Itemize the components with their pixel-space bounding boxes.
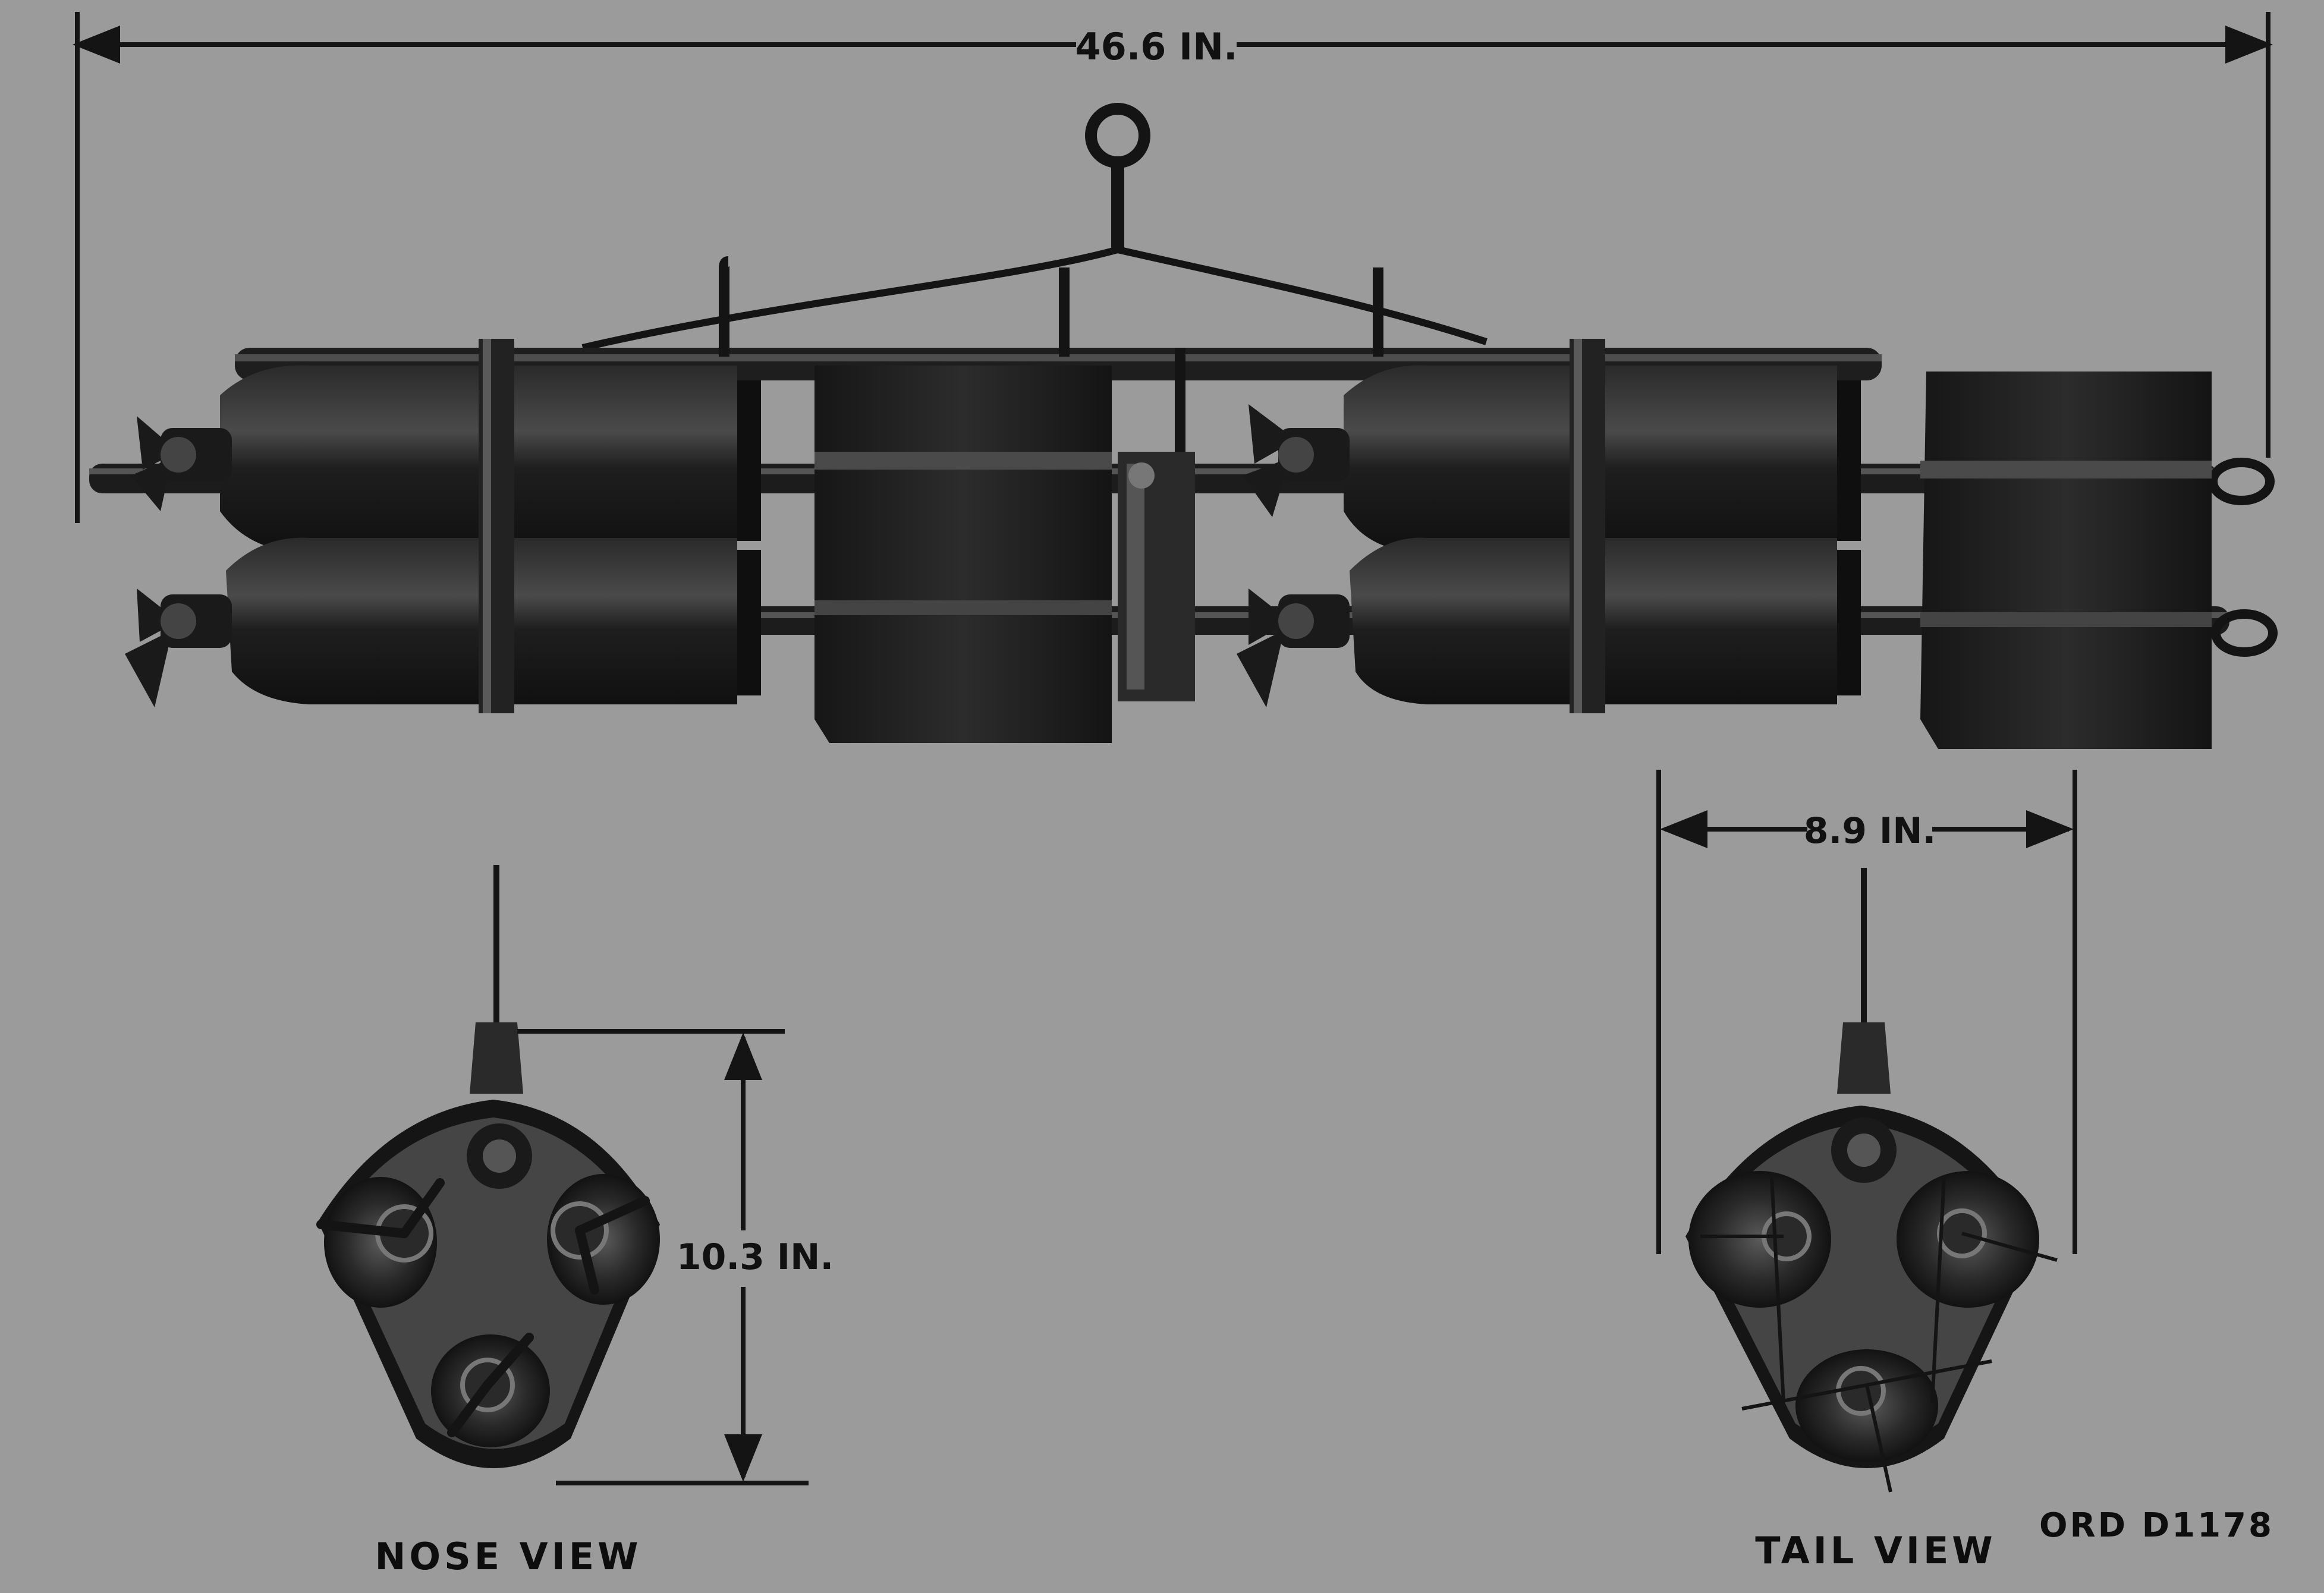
tail-eye-lower bbox=[2211, 609, 2278, 657]
side-view bbox=[89, 103, 2278, 749]
tail-width-dimension bbox=[1656, 770, 2077, 1254]
nose-height-label: 10.3 IN. bbox=[677, 1236, 834, 1278]
center-bracket bbox=[1118, 452, 1195, 701]
drawing-number: ORD D1178 bbox=[2039, 1506, 2274, 1545]
nose-fuze-left bbox=[125, 416, 232, 707]
nose-view-caption: NOSE VIEW bbox=[375, 1535, 642, 1578]
tail-view-drawing bbox=[1685, 868, 2058, 1493]
overall-length-dimension bbox=[73, 12, 2273, 523]
fin-box-right bbox=[1920, 372, 2212, 749]
nose-height-dimension bbox=[517, 1029, 809, 1485]
tail-view-caption: TAIL VIEW bbox=[1755, 1529, 1996, 1572]
fin-box-left bbox=[814, 366, 1112, 743]
nose-view-drawing bbox=[316, 865, 660, 1468]
tail-width-label: 8.9 IN. bbox=[1804, 810, 1936, 852]
hanger-hooks bbox=[719, 256, 1383, 452]
suspension-lug bbox=[581, 103, 1488, 351]
tail-eye-upper bbox=[2208, 458, 2275, 505]
overall-length-label: 46.6 IN. bbox=[1075, 25, 1237, 68]
nose-fuze-right bbox=[1237, 404, 1350, 707]
